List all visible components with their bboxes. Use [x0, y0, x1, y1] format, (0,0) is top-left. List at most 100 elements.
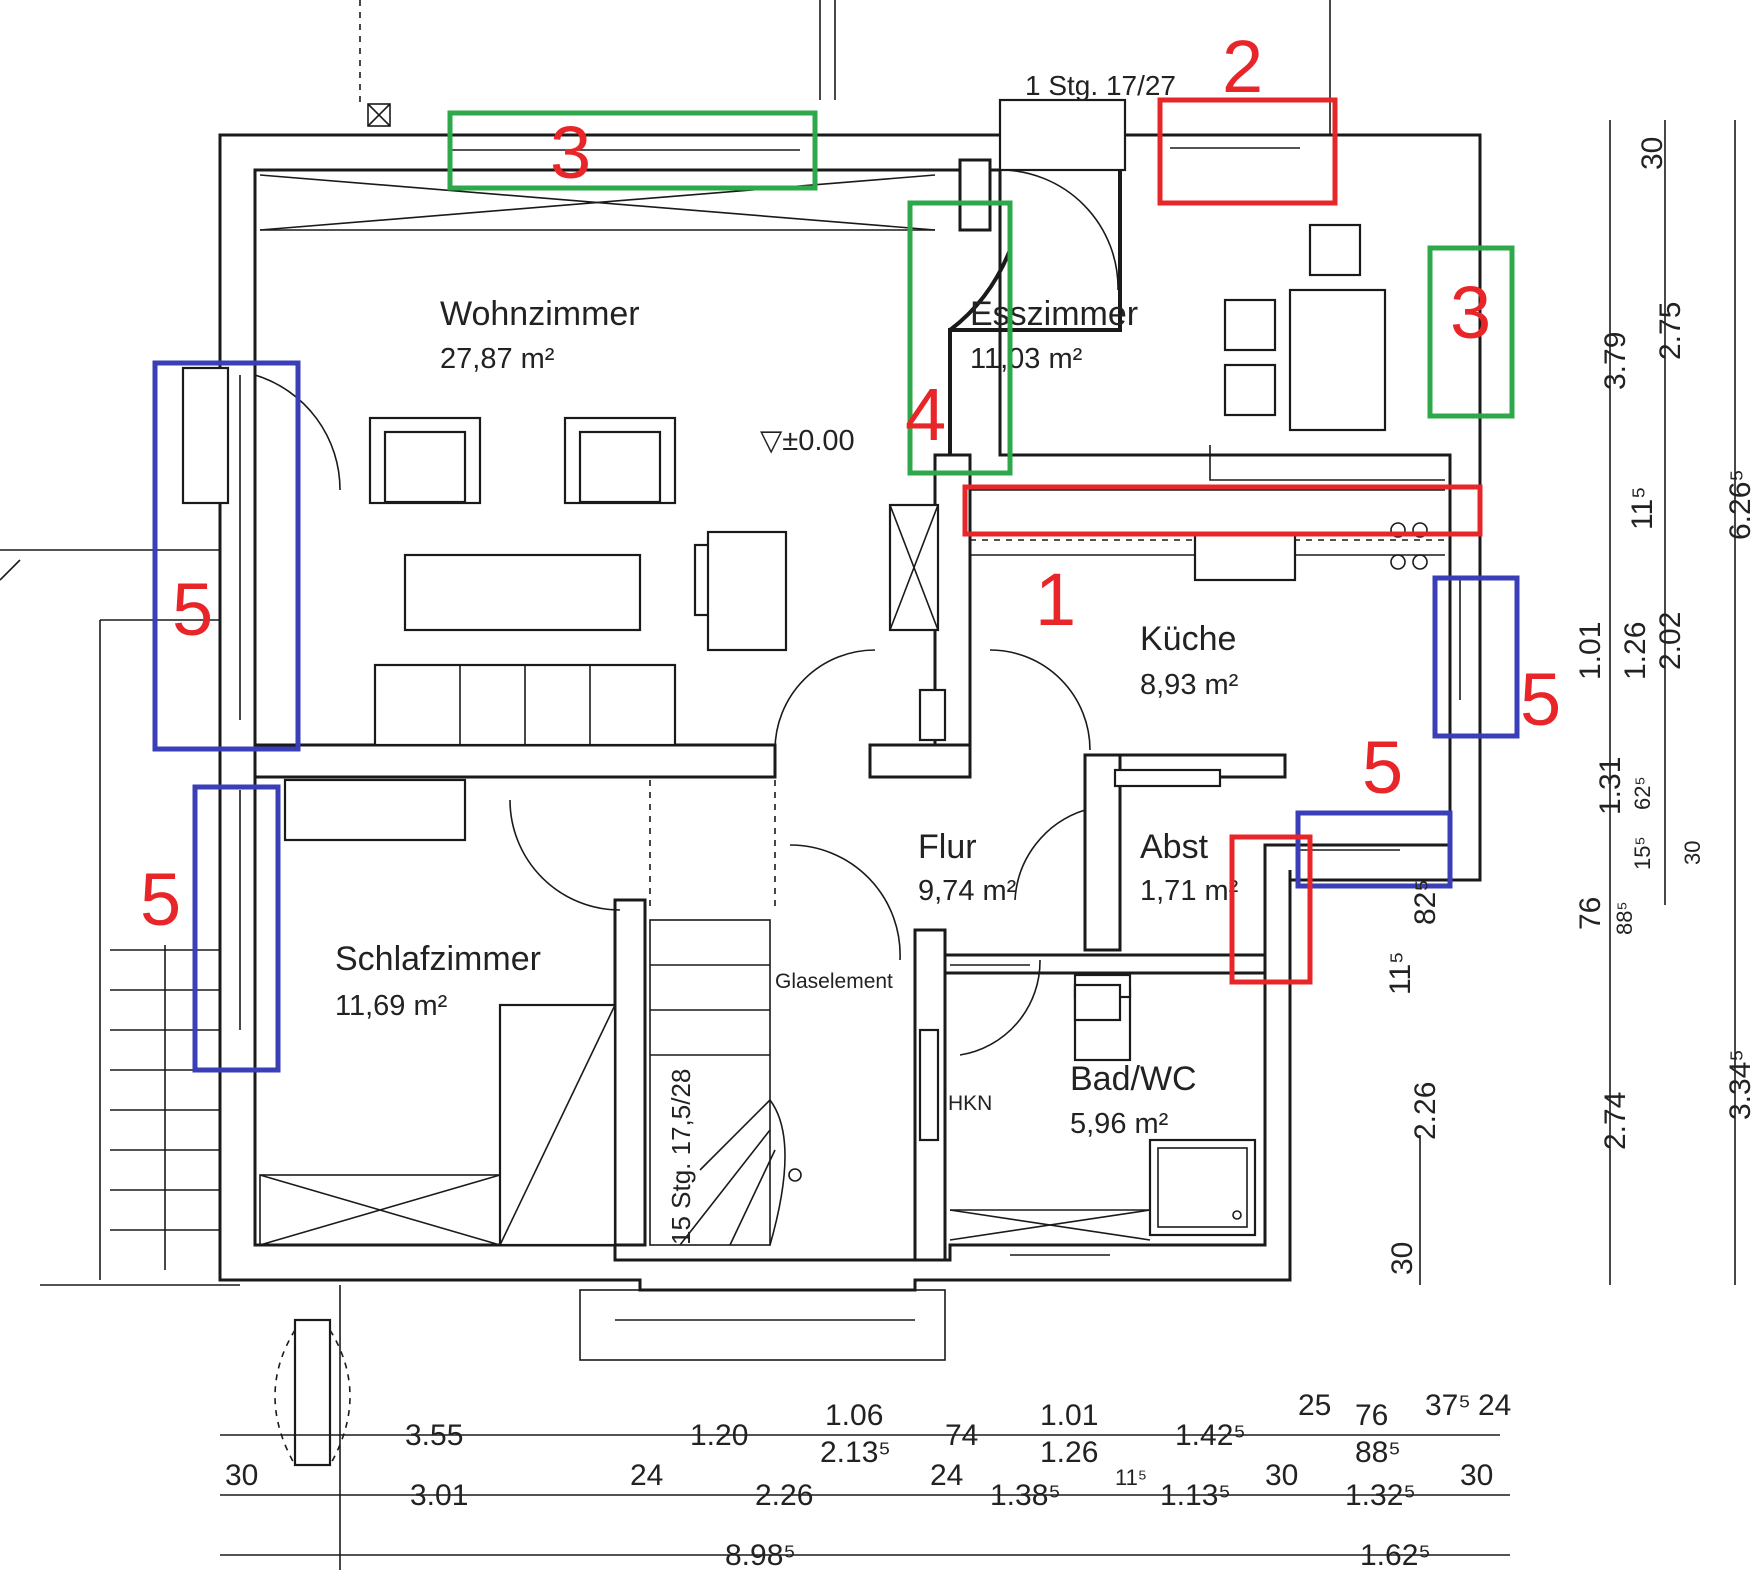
windows	[239, 147, 1461, 1256]
dim-b2-2: 24	[630, 1459, 663, 1492]
room-area-wohnzimmer: 27,87 m²	[440, 343, 555, 375]
dim-r3-0: 6.26⁵	[1724, 469, 1757, 540]
dim-b1-4: 74	[945, 1419, 978, 1452]
chimney	[888, 170, 1122, 742]
stairs-top-label: 1 Stg. 17/27	[1025, 70, 1176, 101]
marker-3-right: 3	[1450, 271, 1491, 354]
dim-b3-1: 1.62⁵	[1360, 1539, 1431, 1572]
marker-4: 4	[905, 373, 946, 456]
marker-5-mid: 5	[1362, 726, 1403, 809]
dim-b1-1: 1.20	[690, 1419, 748, 1452]
box-2	[1157, 97, 1338, 206]
dim-b2-6: 11⁵	[1115, 1465, 1147, 1490]
dim-b2-10: 30	[1460, 1459, 1493, 1492]
box-3-right	[1427, 245, 1515, 419]
dim-b1-7: 1.42⁵	[1175, 1419, 1246, 1452]
misc-labels: 1 Stg. 17/27 ▽±0.00 Glaselement HKN 15 S…	[666, 70, 1176, 1245]
annotations: 3 2 3 4 1 5 5 5 5	[140, 25, 1561, 1073]
dim-r1-3: 1.01	[1574, 622, 1607, 680]
dim-r1-2: 11⁵	[1626, 486, 1659, 530]
dim-b1-9: 76	[1355, 1399, 1388, 1432]
dim-b2-9: 1.32⁵	[1345, 1479, 1416, 1512]
dim-r1-5: 1.31	[1594, 757, 1627, 815]
dim-b1-2: 1.06	[825, 1399, 883, 1432]
dim-b3-0: 8.98⁵	[725, 1539, 796, 1572]
marker-5-right: 5	[1520, 658, 1561, 741]
box-5-right	[1432, 575, 1520, 739]
room-name-kueche: Küche	[1140, 620, 1236, 658]
room-labels: Wohnzimmer 27,87 m² Esszimmer 11,03 m² K…	[335, 295, 1239, 1140]
stairs-main-label: 15 Stg. 17,5/28	[666, 1069, 696, 1245]
schlafzimmer-furniture	[259, 778, 617, 1247]
hkn-label: HKN	[948, 1092, 992, 1115]
box-1	[962, 484, 1483, 537]
marker-2: 2	[1222, 25, 1263, 108]
box-red-small	[1229, 834, 1313, 985]
dim-b1-10: 88⁵	[1355, 1436, 1401, 1469]
wohnzimmer-furniture	[181, 174, 936, 747]
exterior-stair	[40, 619, 351, 1467]
room-name-flur: Flur	[918, 828, 977, 866]
room-area-kueche: 8,93 m²	[1140, 669, 1239, 701]
marker-1: 1	[1035, 558, 1076, 641]
room-name-esszimmer: Esszimmer	[970, 295, 1138, 333]
level-label: ▽±0.00	[760, 425, 855, 457]
room-name-abst: Abst	[1140, 828, 1209, 866]
room-area-esszimmer: 11,03 m²	[970, 343, 1083, 375]
dim-r3-1: 3.34⁵	[1724, 1049, 1757, 1120]
dim-r1-9: 76	[1574, 897, 1607, 930]
room-area-abst: 1,71 m²	[1140, 875, 1239, 907]
dim-b1-8: 25	[1298, 1389, 1331, 1422]
dim-r1-1: 2.75	[1654, 302, 1687, 360]
glaselement-label: Glaselement	[775, 970, 893, 993]
box-5-bottom-right	[1295, 810, 1453, 889]
kueche-counter	[970, 489, 1445, 751]
dim-r2-0: 3.79	[1599, 332, 1632, 390]
bad-furniture	[918, 964, 1257, 1241]
dim-r2-1: 2.02	[1654, 612, 1687, 670]
dim-r1-12: 11⁵	[1384, 951, 1417, 995]
dim-r1-10: 88⁵	[1612, 901, 1637, 935]
box-5-left-top	[152, 360, 301, 752]
dim-b2-3: 2.26	[755, 1479, 813, 1512]
dim-r1-6: 62⁵	[1630, 776, 1655, 810]
box-5-left-bottom	[192, 784, 281, 1073]
dim-r1-13: 2.26	[1409, 1082, 1442, 1140]
room-name-wohnzimmer: Wohnzimmer	[440, 295, 640, 333]
dim-b1-6: 1.26	[1040, 1436, 1098, 1469]
esszimmer-furniture	[1209, 223, 1445, 481]
dim-b2-0: 30	[225, 1459, 258, 1492]
dim-b2-4: 24	[930, 1459, 963, 1492]
box-4	[907, 200, 1013, 476]
dim-r1-11: 82⁵	[1409, 879, 1442, 925]
marker-5-left: 5	[172, 568, 213, 651]
dim-b1-11: 37⁵	[1425, 1389, 1471, 1422]
top-stair	[998, 98, 1127, 291]
context-lines	[0, 0, 1331, 581]
dim-r1-8: 30	[1680, 841, 1705, 865]
marker-5-bottom-left: 5	[140, 858, 181, 941]
dim-b1-3: 2.13⁵	[820, 1436, 891, 1469]
room-area-flur: 9,74 m²	[918, 875, 1017, 907]
marker-3-top: 3	[550, 111, 591, 194]
dim-b1-5: 1.01	[1040, 1399, 1098, 1432]
dim-r1-14: 30	[1386, 1242, 1419, 1275]
dim-r1-7: 15⁵	[1630, 836, 1655, 870]
main-stair	[649, 919, 802, 1246]
box-3-top	[447, 110, 818, 191]
dim-b1-12: 24	[1478, 1389, 1511, 1422]
bottom-dimensions: 3.55 1.20 1.06 2.13⁵ 74 1.01 1.26 1.42⁵ …	[220, 1285, 1511, 1572]
dim-b2-8: 30	[1265, 1459, 1298, 1492]
dim-b2-1: 3.01	[410, 1479, 468, 1512]
room-name-schlafzimmer: Schlafzimmer	[335, 940, 541, 978]
dim-r1-4: 1.26	[1619, 622, 1652, 680]
right-dimensions: 30 2.75 11⁵ 1.01 1.26 1.31 62⁵ 15⁵ 30 76…	[1384, 120, 1757, 1285]
dim-b2-7: 1.13⁵	[1160, 1479, 1231, 1512]
exterior-walls	[218, 133, 1482, 1292]
room-area-schlafzimmer: 11,69 m²	[335, 990, 448, 1022]
room-name-bad: Bad/WC	[1070, 1060, 1197, 1098]
flur-doors	[509, 649, 1222, 1056]
dim-r1-0: 30	[1636, 137, 1669, 170]
dim-b1-0: 3.55	[405, 1419, 463, 1452]
